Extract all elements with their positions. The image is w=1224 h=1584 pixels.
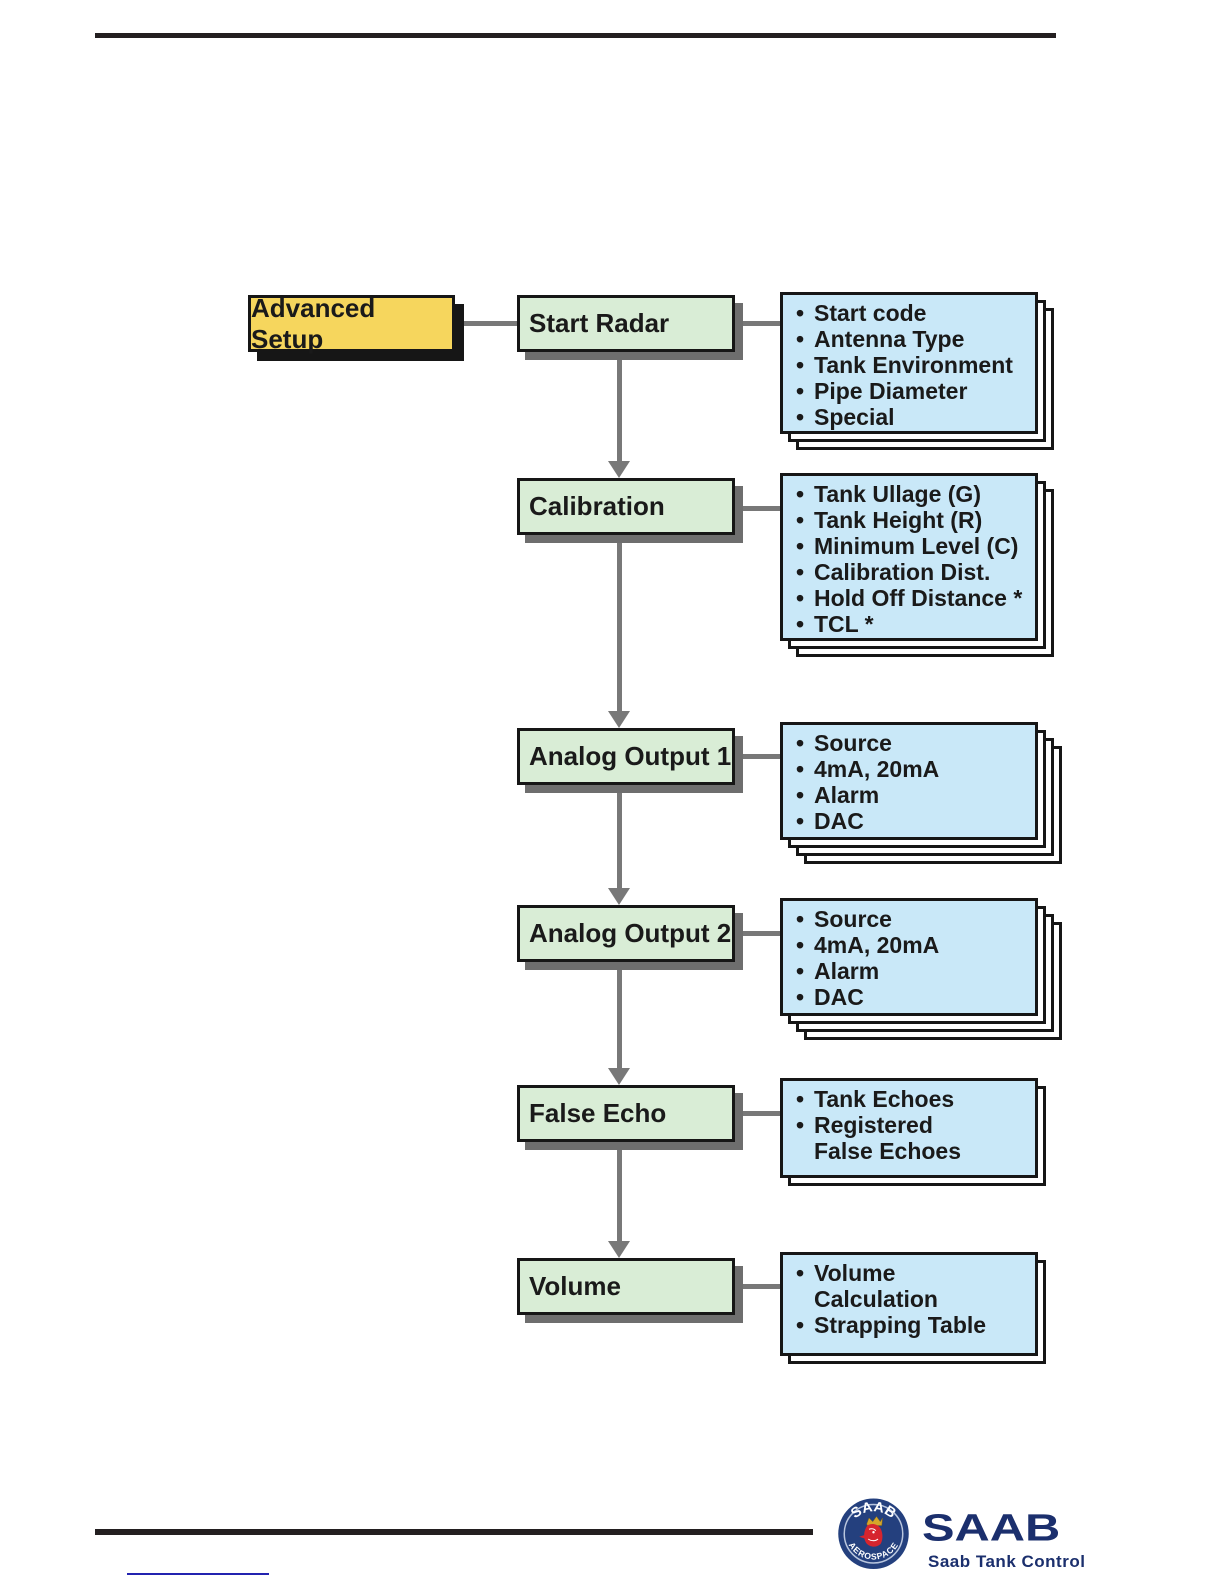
flow-line-5: [617, 1145, 622, 1245]
arrow-down-icon: [608, 1241, 630, 1258]
bullet-item: Tank Height (R): [793, 507, 1029, 533]
bullet-item: 4mA, 20mA: [793, 756, 1029, 782]
node-start-radar-label: Start Radar: [529, 308, 670, 338]
connector-volume-card: [733, 1284, 783, 1289]
bullet-item: Tank Ullage (G): [793, 481, 1029, 507]
bullet-item: TCL *: [793, 611, 1029, 637]
bullet-item: Antenna Type: [793, 326, 1029, 352]
connector-calibration-card: [733, 506, 783, 511]
footer-link-underline: [127, 1573, 269, 1575]
saab-aerospace-badge-icon: SAAB AEROSPACE: [838, 1498, 909, 1569]
volume-bullet-list: Volume CalculationStrapping Table: [793, 1260, 1029, 1338]
card-start-radar-params: Start codeAntenna TypeTank EnvironmentPi…: [780, 292, 1054, 450]
arrow-down-icon: [608, 711, 630, 728]
card-analog-output-1-params: Source4mA, 20mAAlarmDAC: [780, 722, 1062, 864]
false-echo-bullet-list: Tank EchoesRegistered False Echoes: [793, 1086, 1029, 1164]
bullet-item: Source: [793, 730, 1029, 756]
node-volume: Volume: [517, 1258, 735, 1315]
bullet-item: Pipe Diameter: [793, 378, 1029, 404]
node-analog-output-2: Analog Output 2: [517, 905, 735, 962]
card-analog-output-2-params: Source4mA, 20mAAlarmDAC: [780, 898, 1062, 1040]
bullet-item: Source: [793, 906, 1029, 932]
top-rule: [95, 33, 1056, 38]
bullet-item: 4mA, 20mA: [793, 932, 1029, 958]
connector-analog1-card: [733, 754, 783, 759]
card-calibration-params: Tank Ullage (G)Tank Height (R)Minimum Le…: [780, 473, 1054, 657]
card-false-echo-params: Tank EchoesRegistered False Echoes: [780, 1078, 1046, 1186]
flow-line-1: [617, 355, 622, 465]
node-false-echo-label: False Echo: [529, 1098, 667, 1128]
bullet-item: Hold Off Distance *: [793, 585, 1029, 611]
card-volume-params: Volume CalculationStrapping Table: [780, 1252, 1046, 1364]
connector-falseecho-card: [733, 1111, 783, 1116]
node-analog-output-1-label: Analog Output 1: [529, 741, 732, 771]
node-advanced-setup: Advanced Setup: [248, 292, 455, 354]
node-analog-output-2-label: Analog Output 2: [529, 918, 732, 948]
node-advanced-setup-label: Advanced Setup: [251, 292, 376, 354]
bullet-item: DAC: [793, 984, 1029, 1010]
calibration-bullet-list: Tank Ullage (G)Tank Height (R)Minimum Le…: [793, 481, 1029, 637]
flow-line-3: [617, 788, 622, 892]
analog-output-1-bullet-list: Source4mA, 20mAAlarmDAC: [793, 730, 1029, 834]
bullet-item: Alarm: [793, 782, 1029, 808]
node-false-echo: False Echo: [517, 1085, 735, 1142]
flow-line-4: [617, 965, 622, 1072]
bullet-item: Registered False Echoes: [793, 1112, 1029, 1164]
bullet-item: Strapping Table: [793, 1312, 1029, 1338]
start-radar-bullet-list: Start codeAntenna TypeTank EnvironmentPi…: [793, 300, 1029, 430]
bullet-item: Tank Environment: [793, 352, 1029, 378]
flow-line-2: [617, 538, 622, 715]
arrow-down-icon: [608, 461, 630, 478]
bullet-item: Volume Calculation: [793, 1260, 1029, 1312]
bullet-item: Tank Echoes: [793, 1086, 1029, 1112]
bottom-rule: [95, 1529, 813, 1535]
node-analog-output-1: Analog Output 1: [517, 728, 735, 785]
bullet-item: Minimum Level (C): [793, 533, 1029, 559]
node-volume-label: Volume: [529, 1271, 621, 1301]
bullet-item: DAC: [793, 808, 1029, 834]
node-calibration: Calibration: [517, 478, 735, 535]
bullet-item: Calibration Dist.: [793, 559, 1029, 585]
bullet-item: Special: [793, 404, 1029, 430]
saab-tagline: Saab Tank Control: [928, 1552, 1086, 1571]
bullet-item: Alarm: [793, 958, 1029, 984]
connector-analog2-card: [733, 931, 783, 936]
arrow-down-icon: [608, 1068, 630, 1085]
analog-output-2-bullet-list: Source4mA, 20mAAlarmDAC: [793, 906, 1029, 1010]
saab-wordmark: SAAB: [922, 1507, 1061, 1549]
arrow-down-icon: [608, 888, 630, 905]
bullet-item: Start code: [793, 300, 1029, 326]
connector-startradar-card: [733, 321, 783, 326]
connector-root-to-startradar: [452, 321, 520, 326]
node-calibration-label: Calibration: [529, 491, 665, 521]
node-start-radar: Start Radar: [517, 295, 735, 352]
